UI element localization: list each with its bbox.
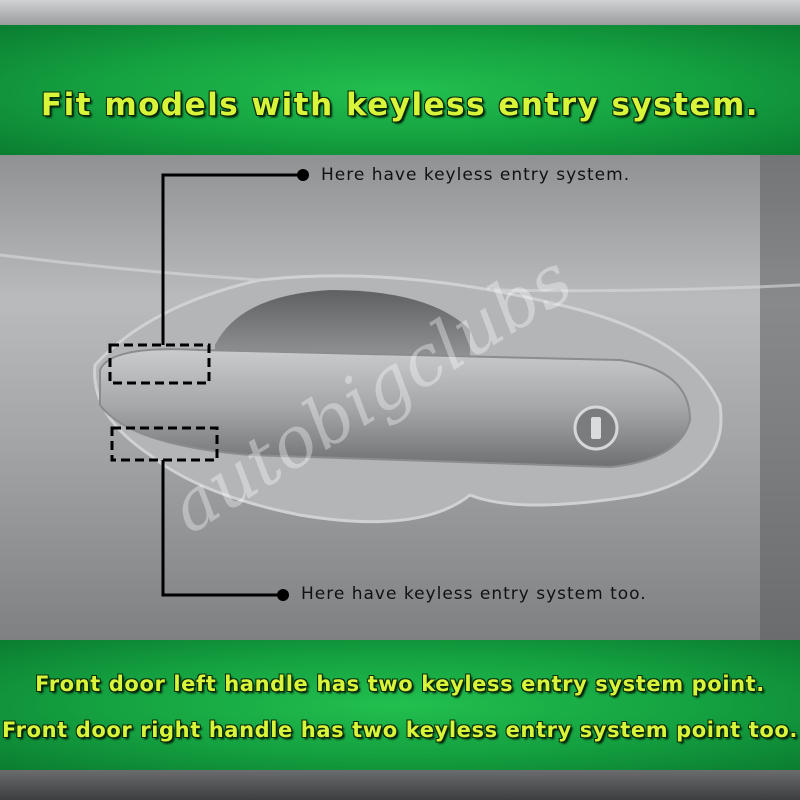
headline: Fit models with keyless entry system. [40,87,760,123]
callout-top: Here have keyless entry system. [321,165,631,185]
callout-bottom: Here have keyless entry system too. [301,584,647,604]
footer-line-1: Front door left handle has two keyless e… [35,672,765,696]
callout-line-bottom [161,460,283,597]
top-banner: Fit models with keyless entry system. [0,25,800,155]
door-handle-photo: autobigclubs [0,155,800,640]
footer-line-2: Front door right handle has two keyless … [2,718,798,742]
photo-bottom-strip [0,770,800,800]
callout-line-top [161,173,303,345]
photo-top-strip [0,0,800,25]
bottom-banner: Front door left handle has two keyless e… [0,640,800,770]
sensor-box-top [108,343,211,385]
door-handle [99,348,692,469]
